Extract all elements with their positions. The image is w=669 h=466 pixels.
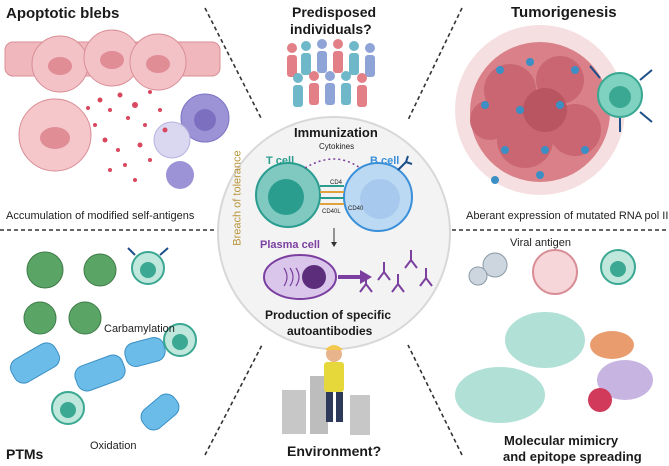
tumor-mass-graphic xyxy=(455,25,653,195)
tumorigenesis-caption: Aberant expression of mutated RNA pol II… xyxy=(466,210,669,222)
worker-figure xyxy=(282,345,370,435)
bleb-particles xyxy=(86,90,168,182)
antibodies-group xyxy=(359,250,433,293)
cd4-label: CD4 xyxy=(330,180,343,186)
apoptotic-blebs-title: Apoptotic blebs xyxy=(6,5,120,22)
plasma-cell-label: Plasma cell xyxy=(260,239,320,251)
ptm-bcell-green xyxy=(127,247,169,285)
viral-antigen-graphic xyxy=(468,249,636,295)
tcell-graphic xyxy=(255,162,321,228)
cytokines-arrow xyxy=(304,158,361,169)
carbamylation-label: Carbamylation xyxy=(104,323,175,335)
ptm-protein-blue xyxy=(10,336,180,431)
predisposed-title-2: individuals? xyxy=(290,21,372,37)
viral-antigen-label: Viral antigen xyxy=(510,237,571,249)
cytokines-label: Cytokines xyxy=(319,142,355,151)
tumorigenesis-title: Tumorigenesis xyxy=(511,4,617,21)
apoptotic-cells-graphic xyxy=(4,29,230,189)
predisposed-title-1: Predisposed xyxy=(292,4,377,20)
people-icon-group xyxy=(287,39,375,107)
bcell-label: B cell xyxy=(370,155,400,167)
mimicry-proteins-graphic xyxy=(455,312,653,423)
ptm-bcell-blue xyxy=(51,323,197,425)
production-line-1: Production of specific xyxy=(265,308,392,322)
production-line-2: autoantibodies xyxy=(287,324,373,338)
apoptotic-caption: Accumulation of modified self-antigens xyxy=(6,210,195,222)
cd40l-label: CD40L xyxy=(322,209,341,215)
quadrant-dividers xyxy=(0,7,669,456)
ptm-protein-green xyxy=(23,251,117,335)
oxidation-label: Oxidation xyxy=(90,440,137,452)
breach-of-tolerance-label: Breach of tolerance xyxy=(231,150,244,246)
immunization-title: Immunization xyxy=(294,125,378,140)
molecular-mimicry-title-2: and epitope spreading xyxy=(503,449,642,464)
plasma-cell-graphic xyxy=(263,254,337,300)
cd40-label: CD40 xyxy=(348,206,364,212)
molecular-mimicry-title-1: Molecular mimicry xyxy=(504,433,619,448)
environment-title: Environment? xyxy=(287,443,382,459)
bcell-graphic xyxy=(343,155,413,232)
ptms-title: PTMs xyxy=(6,446,44,462)
cd4-cd40-receptors xyxy=(320,185,344,205)
tcell-label: T cell xyxy=(266,155,295,167)
